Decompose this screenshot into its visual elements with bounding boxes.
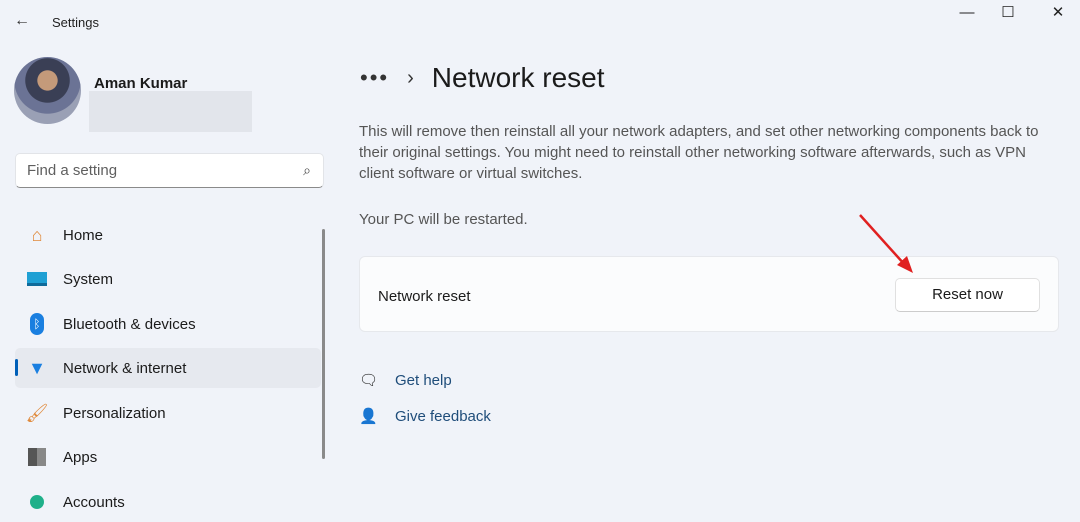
- brush-icon: 🖌: [25, 402, 49, 423]
- sidebar-item-label: Personalization: [63, 404, 166, 422]
- selected-indicator: [15, 359, 18, 376]
- sidebar-item-label: System: [63, 270, 114, 288]
- chevron-right-icon: ›: [407, 66, 414, 89]
- close-button[interactable]: ✕: [1051, 4, 1065, 21]
- search-input[interactable]: Find a setting ⌕: [15, 153, 324, 188]
- user-email-redacted: [89, 91, 252, 132]
- sidebar-scrollbar[interactable]: [322, 229, 325, 459]
- sidebar-item-bluetooth[interactable]: ᛒ Bluetooth & devices: [15, 304, 321, 344]
- sidebar-item-system[interactable]: System: [15, 259, 321, 299]
- home-icon: ⌂: [31, 224, 43, 245]
- accounts-icon: [25, 491, 49, 513]
- breadcrumb: ••• › Network reset: [360, 62, 605, 94]
- get-help-link[interactable]: 🗨 Get help: [359, 371, 452, 390]
- user-name: Aman Kumar: [94, 75, 188, 92]
- sidebar-item-apps[interactable]: Apps: [15, 437, 321, 477]
- card-label: Network reset: [378, 288, 471, 305]
- sidebar-item-label: Home: [63, 226, 104, 244]
- sidebar-item-home[interactable]: ⌂ Home: [15, 215, 321, 255]
- sidebar-item-label: Bluetooth & devices: [63, 315, 196, 333]
- bluetooth-icon: ᛒ: [25, 313, 49, 335]
- sidebar-item-accounts[interactable]: Accounts: [15, 482, 321, 522]
- annotation-arrow: [859, 214, 913, 273]
- link-label: Give feedback: [395, 407, 491, 425]
- restart-note: Your PC will be restarted.: [359, 211, 528, 228]
- wifi-icon: ▼: [28, 357, 46, 378]
- search-placeholder: Find a setting: [27, 162, 118, 179]
- sidebar-item-personalization[interactable]: 🖌 Personalization: [15, 393, 321, 433]
- apps-icon: [25, 446, 49, 468]
- minimize-button[interactable]: —: [959, 4, 975, 21]
- sidebar-item-label: Network & internet: [63, 359, 187, 377]
- maximize-button[interactable]: ☐: [1001, 4, 1015, 21]
- search-icon: ⌕: [303, 162, 311, 178]
- avatar[interactable]: [14, 57, 81, 124]
- window-title: Settings: [52, 15, 99, 30]
- system-icon: [25, 268, 49, 290]
- sidebar-item-label: Accounts: [63, 493, 125, 511]
- description: This will remove then reinstall all your…: [359, 123, 1039, 182]
- sidebar-item-network[interactable]: ▼ Network & internet: [15, 348, 321, 388]
- reset-now-button[interactable]: Reset now: [895, 278, 1040, 312]
- sidebar-item-label: Apps: [63, 448, 98, 466]
- link-label: Get help: [395, 371, 452, 389]
- back-button[interactable]: ←: [14, 12, 30, 29]
- feedback-icon: 👤: [359, 408, 378, 425]
- help-icon: 🗨: [359, 372, 379, 389]
- breadcrumb-more-button[interactable]: •••: [360, 65, 390, 90]
- network-reset-card: Network reset Reset now: [359, 256, 1059, 332]
- give-feedback-link[interactable]: 👤 Give feedback: [359, 407, 491, 426]
- page-title: Network reset: [431, 62, 605, 93]
